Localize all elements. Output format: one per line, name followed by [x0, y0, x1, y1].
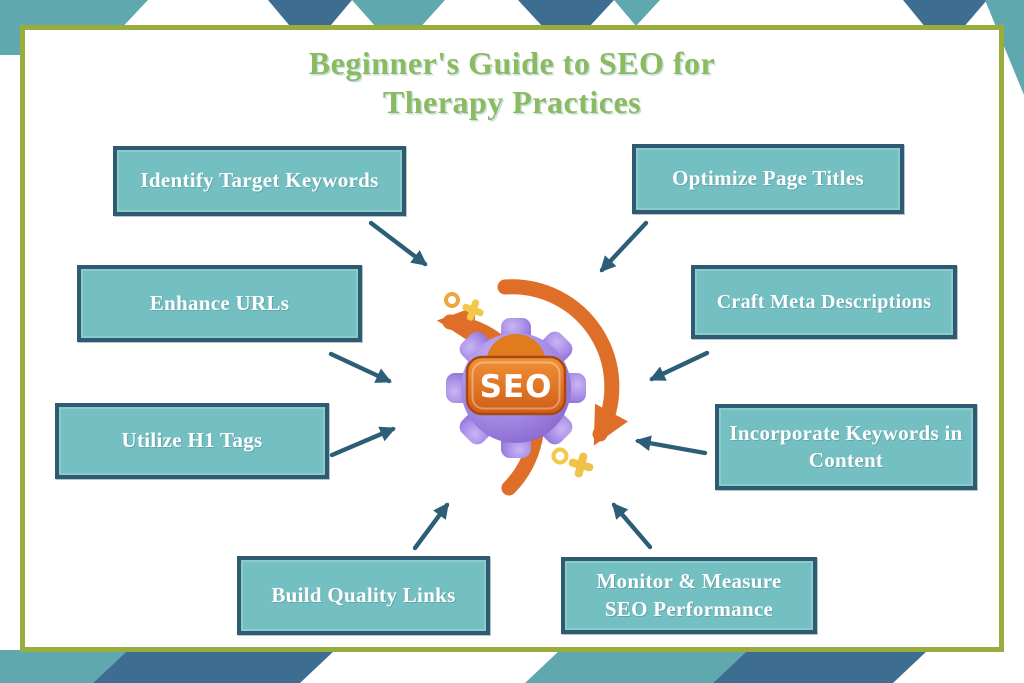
node-label: Enhance URLs [149, 290, 290, 315]
node-build-quality-links: Build Quality Links [237, 556, 490, 635]
page-title: Beginner's Guide to SEO for Therapy Prac… [0, 44, 1024, 122]
node-label: Build Quality Links [271, 582, 456, 607]
node-utilize-h1-tags: Utilize H1 Tags [55, 403, 329, 479]
node-identify-target-keywords: Identify Target Keywords [113, 146, 406, 216]
node-label: Craft Meta Descriptions [716, 291, 932, 313]
node-label: Utilize H1 Tags [121, 428, 263, 453]
node-label: Monitor & Measure SEO Performance [596, 569, 782, 621]
node-incorporate-keywords-in-content: Incorporate Keywords in Content [715, 404, 977, 490]
node-enhance-urls: Enhance URLs [77, 265, 362, 342]
title-line-1: Beginner's Guide to SEO for [308, 45, 716, 81]
title-line-2: Therapy Practices [382, 84, 642, 120]
stripe-bottom-row [0, 650, 928, 683]
node-monitor-measure-seo-performance: Monitor & Measure SEO Performance [561, 557, 817, 634]
node-label: Optimize Page Titles [672, 166, 864, 191]
node-label: Incorporate Keywords in Content [729, 420, 963, 472]
node-craft-meta-descriptions: Craft Meta Descriptions [691, 265, 957, 339]
node-optimize-page-titles: Optimize Page Titles [632, 144, 904, 214]
node-label: Identify Target Keywords [140, 168, 379, 193]
